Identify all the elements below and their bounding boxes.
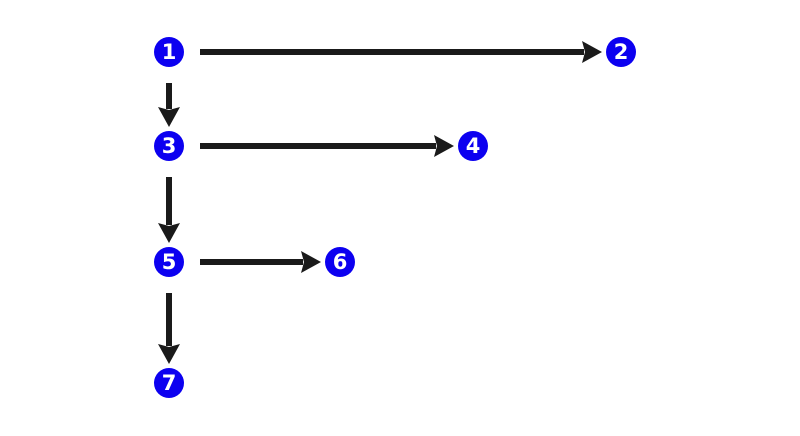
node-3: 3: [154, 131, 184, 161]
node-number-label: 3: [162, 134, 177, 158]
arrow-5-to-6: [200, 251, 321, 273]
node-circle: [154, 131, 184, 161]
node-circle: [325, 247, 355, 277]
node-5: 5: [154, 247, 184, 277]
node-6: 6: [325, 247, 355, 277]
node-number-label: 4: [466, 134, 481, 158]
arrow-head: [434, 135, 454, 157]
node-number-label: 7: [162, 371, 177, 395]
nodes-layer: 1 2 3 4 5 6 7: [154, 37, 636, 398]
arrow-1-to-3: [158, 83, 180, 127]
arrow-3-to-5: [158, 177, 180, 243]
arrow-3-to-4: [200, 135, 454, 157]
arrow-1-to-2: [200, 41, 602, 63]
arrow-head: [158, 107, 180, 127]
arrow-head: [158, 223, 180, 243]
node-circle: [606, 37, 636, 67]
edges-layer: [158, 41, 602, 364]
node-4: 4: [458, 131, 488, 161]
arrow-head: [301, 251, 321, 273]
arrow-head: [158, 344, 180, 364]
node-1: 1: [154, 37, 184, 67]
node-circle: [154, 368, 184, 398]
node-circle: [458, 131, 488, 161]
node-circle: [154, 37, 184, 67]
node-number-label: 2: [614, 40, 629, 64]
node-number-label: 6: [333, 250, 348, 274]
arrow-head: [582, 41, 602, 63]
node-circle: [154, 247, 184, 277]
node-7: 7: [154, 368, 184, 398]
arrow-5-to-7: [158, 293, 180, 364]
node-2: 2: [606, 37, 636, 67]
node-number-label: 1: [162, 40, 177, 64]
node-number-label: 5: [162, 250, 177, 274]
